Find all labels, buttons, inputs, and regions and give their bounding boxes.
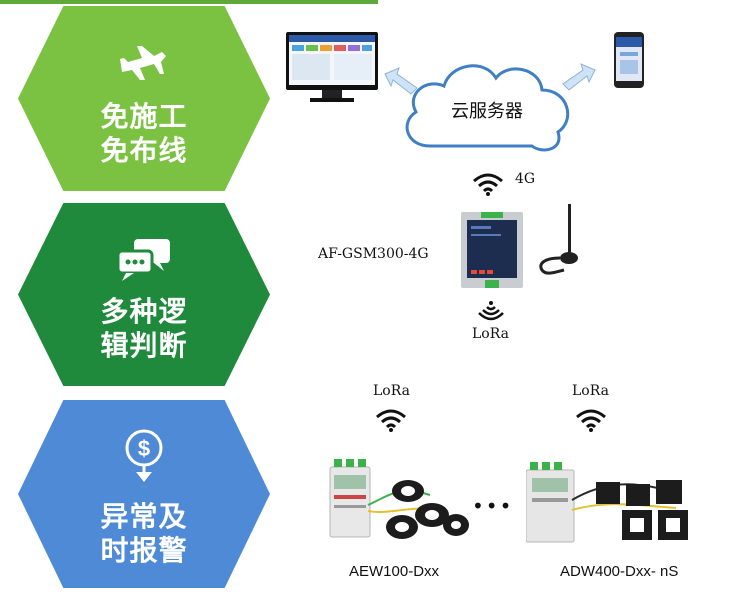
meter-adw400-icon	[525, 460, 706, 559]
lora-gateway-label: LoRa	[472, 326, 509, 342]
cloud-label: 云服务器	[451, 101, 523, 121]
lora-left-label: LoRa	[373, 383, 410, 399]
feature-line2: 时报警	[100, 534, 188, 567]
meter-aew100-icon	[320, 455, 470, 554]
device-left-label: AEW100-Dxx	[349, 563, 440, 580]
arrow-to-monitor-icon	[383, 66, 419, 100]
money-alert-icon: $	[122, 428, 166, 490]
ellipsis: •••	[472, 494, 514, 518]
feature-no-construction: 免施工 免布线	[18, 6, 270, 191]
wifi-signal-icon	[375, 408, 407, 436]
cloud-icon	[392, 50, 582, 162]
antenna-icon	[534, 202, 582, 280]
wifi-signal-icon	[472, 172, 504, 200]
gateway-device-icon	[461, 212, 523, 292]
lora-right-label: LoRa	[572, 383, 609, 399]
lora-signal-icon	[478, 300, 504, 326]
monitor-icon	[286, 32, 378, 108]
signal-4g-label: 4G	[515, 171, 536, 187]
feature-line1: 免施工	[100, 100, 188, 133]
device-right-label: ADW400-Dxx- nS	[560, 563, 679, 580]
feature-line1: 多种逻	[100, 295, 188, 328]
wifi-signal-icon	[575, 408, 607, 436]
feature-line2: 辑判断	[100, 329, 188, 362]
gateway-label: AF-GSM300-4G	[318, 246, 429, 262]
feature-logic: 多种逻 辑判断	[18, 203, 270, 386]
arrow-to-phone-icon	[561, 62, 597, 96]
feature-alarm: $ 异常及 时报警	[18, 400, 270, 588]
top-accent-line	[0, 0, 378, 4]
feature-line1: 异常及	[100, 500, 188, 533]
feature-line2: 免布线	[100, 134, 188, 167]
phone-icon	[614, 32, 644, 92]
chat-bubbles-icon	[114, 237, 174, 287]
airplane-icon	[118, 42, 170, 94]
svg-text:$: $	[138, 436, 150, 461]
